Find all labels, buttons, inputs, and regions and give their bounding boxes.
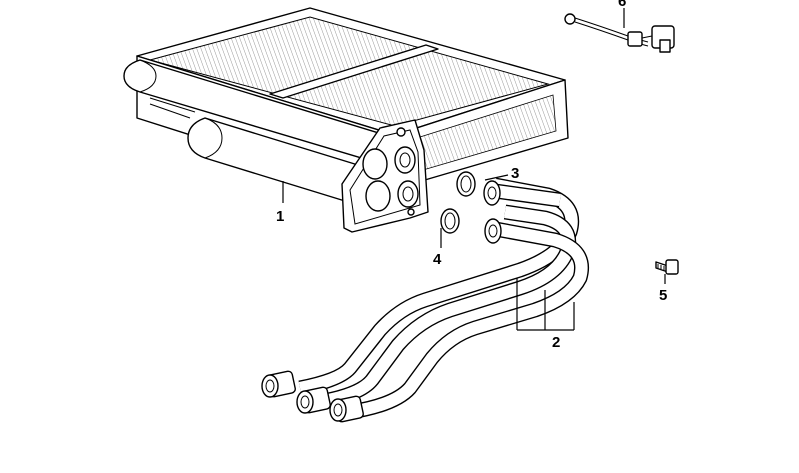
callout-label-6: 6 (618, 0, 626, 10)
o-ring-upper (456, 171, 476, 197)
callout-5: 5 (659, 274, 667, 304)
o-ring-lower (440, 208, 460, 234)
callout-label-4: 4 (433, 251, 442, 268)
callout-3: 3 (484, 165, 519, 182)
callout-label-3: 3 (511, 165, 519, 182)
callout-6: 6 (618, 0, 626, 28)
temperature-sensor (564, 13, 675, 53)
coolant-pipes (261, 177, 589, 423)
callout-label-5: 5 (659, 287, 667, 304)
callout-label-2: 2 (552, 334, 560, 351)
callout-1: 1 (276, 181, 284, 225)
heater-core (123, 7, 569, 233)
pipe-end-3 (329, 395, 364, 423)
callout-4: 4 (433, 228, 442, 268)
pipe-end-2 (296, 386, 331, 414)
callout-label-1: 1 (276, 208, 284, 225)
screw (655, 259, 679, 275)
callout-2: 2 (516, 278, 575, 351)
pipe-end-1 (261, 370, 296, 398)
